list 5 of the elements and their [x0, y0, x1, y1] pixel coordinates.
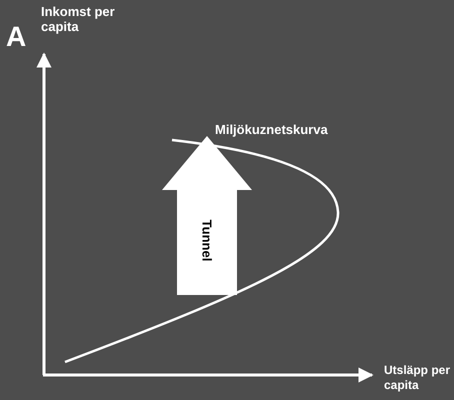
axis-label: Inkomst per capita [41, 4, 116, 34]
panel-letter: A [6, 22, 26, 52]
curve-label: Miljökuznetskurva [215, 122, 329, 137]
axis-label: Utsläpp per capita [384, 363, 452, 393]
arrow-label: Tunnel [199, 219, 214, 261]
